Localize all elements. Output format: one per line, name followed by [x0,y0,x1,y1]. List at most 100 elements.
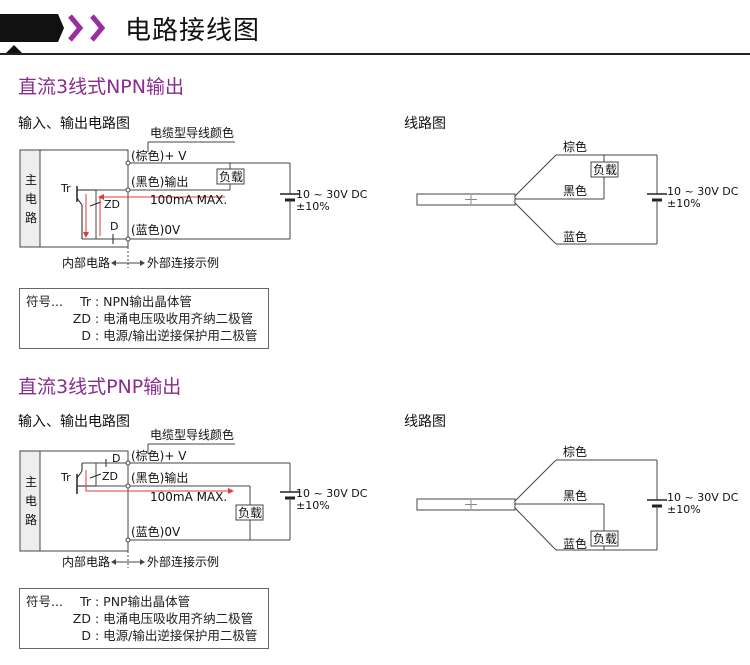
pnp-cable-color-label: 电缆型导线颜色 [150,427,234,442]
npn-legend-key: Tr [80,294,91,309]
pnp-d-label: D [112,452,120,465]
npn-legend-text: : NPN输出晶体管 [94,294,192,309]
npn-legend-text: : 电涌电压吸收用齐纳二极管 [94,311,254,326]
pnp-legend-text: : PNP输出晶体管 [94,594,191,609]
chevron-right-icon [68,14,84,42]
pnp-blue-label: (蓝色)0V [131,525,181,539]
npn-cable-color-label: 电缆型导线颜色 [150,125,234,140]
npn-legend-key: D [81,328,91,343]
npn-terminal-brown [125,160,131,166]
npn-internal-boundary [39,149,129,248]
pnp-wiring-voltage: 10 ~ 30V DC [667,491,739,504]
npn-arrow-left-icon [111,260,116,266]
npn-terminal-black [125,187,131,193]
pnp-cable-brown [514,459,557,502]
pnp-tr-emitter [76,470,83,479]
npn-current-arrowhead [98,194,104,200]
npn-d-label: D [110,220,118,233]
pnp-current-path [85,470,230,492]
npn-section-title: 直流3线式NPN输出 [18,76,184,98]
pnp-legend-key: D [81,628,91,643]
pnp-legend-key: Tr [80,594,91,609]
pnp-legend-prefix: 符号... [26,594,63,609]
pnp-main-char: 路 [25,512,37,527]
pnp-wire-black-label: 黑色 [563,489,587,503]
pnp-supply-voltage: 10 ~ 30V DC [296,487,368,500]
pnp-cable-blue [514,507,557,551]
npn-wire-brown-label: 棕色 [563,139,587,154]
header-divider [0,53,750,55]
pnp-legend-box: 符号... Tr : PNP输出晶体管 ZD : 电涌电压吸收用齐纳二极管 D :… [19,588,269,649]
pnp-legend-row: 符号... Tr : PNP输出晶体管 [26,593,262,610]
npn-wiring-load-label: 负载 [593,163,617,177]
npn-wiring-tol: ±10% [667,197,701,210]
pnp-terminal-blue [125,537,131,543]
pnp-wiring-tol: ±10% [667,503,701,516]
pnp-arrow-left-icon [111,559,116,565]
npn-legend-row: ZD : 电涌电压吸收用齐纳二极管 [26,310,262,327]
npn-wire-blue-label: 蓝色 [563,230,587,244]
pnp-load-label: 负载 [238,506,262,520]
npn-tr-emitter [76,197,83,206]
npn-legend-row: D : 电源/输出逆接保护用二极管 [26,327,262,344]
npn-terminal-blue [125,236,131,242]
pnp-terminal-black [125,483,131,489]
pnp-legend-row: ZD : 电涌电压吸收用齐纳二极管 [26,610,262,627]
header-tab-shape [0,14,64,42]
npn-cable-blue [514,202,557,245]
npn-wiring-title: 线路图 [404,116,446,132]
pnp-legend-text: : 电涌电压吸收用齐纳二极管 [94,611,254,626]
pnp-legend-row: D : 电源/输出逆接保护用二极管 [26,627,262,644]
pnp-current-arrowhead [228,488,234,494]
pnp-io-title: 输入、输出电路图 [18,414,130,430]
pnp-terminal-brown [125,460,131,466]
npn-zd-label: ZD [104,198,120,211]
npn-wiring-voltage: 10 ~ 30V DC [667,185,739,198]
pnp-brown-label: (棕色)+ V [131,448,187,463]
npn-legend-prefix: 符号... [26,294,63,309]
npn-zd-symbol [89,201,102,207]
npn-main-char: 路 [25,210,37,225]
chevron-right-icon [90,14,106,42]
npn-current-label: 100mA MAX. [150,193,227,207]
header-banner [0,14,106,53]
pnp-internal-boundary [39,450,129,552]
pnp-tr-label: Tr [60,471,71,484]
pnp-zd-label: ZD [102,470,118,483]
pnp-wiring-title: 线路图 [404,414,446,430]
pnp-black-label: (黑色)输出 [131,470,188,485]
npn-arrow-right-icon [140,260,145,266]
pnp-section-title: 直流3线式PNP输出 [18,376,182,398]
npn-cable-brown [514,154,557,197]
npn-main-char: 主 [25,173,37,187]
header-triangle-mark [6,45,22,53]
npn-legend-box: 符号... Tr : NPN输出晶体管 ZD : 电涌电压吸收用齐纳二极管 D :… [19,288,269,349]
npn-current-arrowhead [83,232,89,238]
npn-external-label: 外部连接示例 [147,255,219,270]
pnp-legend-text: : 电源/输出逆接保护用二极管 [94,628,258,643]
pnp-main-char: 主 [25,475,37,489]
page-title: 电路接线图 [125,16,261,46]
pnp-wire-blue-label: 蓝色 [563,537,587,551]
npn-io-title: 输入、输出电路图 [18,116,130,132]
pnp-zd-symbol [89,473,102,479]
npn-legend-key: ZD [72,311,91,326]
npn-brown-label: (棕色)+ V [131,148,187,163]
npn-supply-tol: ±10% [296,200,330,213]
pnp-main-char: 电 [25,494,37,508]
npn-main-char: 电 [25,192,37,206]
npn-black-label: (黑色)输出 [131,174,188,189]
pnp-legend-key: ZD [72,611,91,626]
pnp-wiring-load-label: 负载 [593,532,617,546]
pnp-internal-label: 内部电路 [62,554,110,569]
npn-load-label: 负载 [219,170,243,184]
npn-wire-black-label: 黑色 [563,184,587,198]
npn-tr-label: Tr [60,182,71,195]
pnp-arrow-right-icon [140,559,145,565]
pnp-external-label: 外部连接示例 [147,554,219,569]
npn-legend-row: 符号... Tr : NPN输出晶体管 [26,293,262,310]
npn-legend-text: : 电源/输出逆接保护用二极管 [94,328,258,343]
pnp-wire-brown-label: 棕色 [563,444,587,459]
